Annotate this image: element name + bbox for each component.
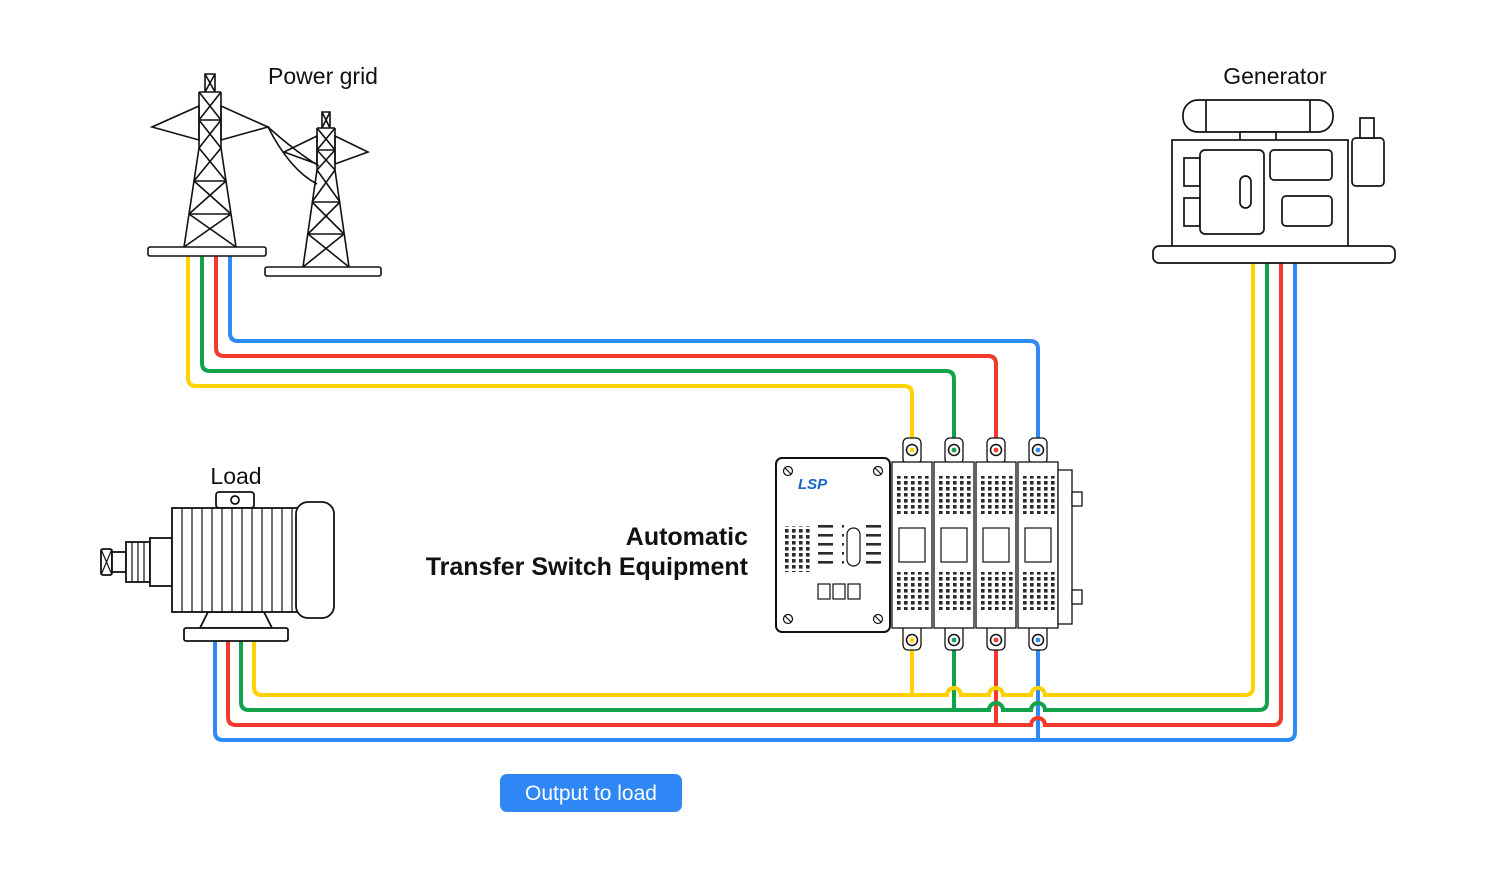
lug-dot-top-yellow bbox=[909, 447, 915, 453]
controller-terminal-block bbox=[783, 526, 813, 572]
motor-pedestal bbox=[198, 611, 274, 629]
output-badge-background bbox=[500, 774, 682, 812]
output-badge-label: Output to load bbox=[525, 782, 657, 805]
generator-alternator-top bbox=[1269, 149, 1333, 181]
grid-wire-blue bbox=[228, 252, 1040, 454]
grid-wire-red bbox=[214, 252, 998, 454]
generator-exhaust-pipe bbox=[1359, 117, 1375, 139]
ats-title-line2: Transfer Switch Equipment bbox=[426, 553, 749, 581]
pole-module-1 bbox=[891, 461, 933, 629]
motor-base-plate bbox=[183, 627, 289, 642]
lug-dot-bottom-green bbox=[951, 637, 957, 643]
motor-shaft bbox=[111, 551, 127, 573]
controller-vents-left bbox=[818, 524, 844, 566]
bottom-wire-runs bbox=[213, 258, 1297, 742]
ats-top-terminal-tabs bbox=[902, 437, 1048, 465]
generator-engine-slot bbox=[1239, 175, 1252, 209]
ats-side-bracket bbox=[1057, 469, 1083, 625]
lug-dot-top-green bbox=[951, 447, 957, 453]
run-wire-blue bbox=[213, 258, 1297, 742]
run-wire-red bbox=[226, 258, 1283, 727]
ats-controller-module: LSP bbox=[775, 457, 891, 633]
ats-title-line1: Automatic bbox=[626, 523, 748, 551]
run-wire-green bbox=[239, 258, 1269, 712]
generator-base bbox=[1152, 245, 1396, 264]
pole-module-4 bbox=[1017, 461, 1059, 629]
generator-alternator-bottom bbox=[1281, 195, 1333, 227]
lug-dot-top-blue bbox=[1035, 447, 1041, 453]
controller-indicator-window bbox=[846, 527, 861, 567]
transmission-tower-large-icon bbox=[147, 73, 271, 257]
load-label: Load bbox=[210, 463, 261, 489]
motor-end-flange bbox=[149, 537, 173, 587]
lug-dot-top-red bbox=[993, 447, 999, 453]
power-grid-towers-icon bbox=[147, 73, 382, 277]
power-grid-label: Power grid bbox=[268, 63, 378, 89]
ats-device: LSP bbox=[775, 437, 1083, 651]
motor-end-cap bbox=[295, 501, 335, 619]
output-to-load-badge: Output to load bbox=[500, 774, 682, 812]
pole-module-3 bbox=[975, 461, 1017, 629]
generator-muffler bbox=[1351, 137, 1385, 187]
motor-body bbox=[171, 507, 299, 613]
lug-dot-bottom-blue bbox=[1035, 637, 1041, 643]
load-motor-icon bbox=[100, 491, 335, 642]
lsp-logo: LSP bbox=[798, 476, 828, 493]
run-wire-yellow bbox=[252, 258, 1255, 697]
generator-label: Generator bbox=[1223, 63, 1327, 89]
grid-wires bbox=[186, 252, 1040, 454]
generator-left-port-top bbox=[1183, 157, 1201, 187]
generator-left-port-bottom bbox=[1183, 197, 1201, 227]
generator-icon bbox=[1152, 99, 1396, 264]
transmission-tower-small-icon bbox=[264, 111, 382, 277]
motor-cooling-fins bbox=[181, 508, 293, 612]
grid-wire-yellow bbox=[186, 252, 914, 454]
controller-corner-screws bbox=[782, 465, 884, 625]
grid-wire-green bbox=[200, 252, 956, 454]
motor-eyebolt bbox=[230, 495, 240, 505]
controller-vents-right bbox=[862, 524, 888, 566]
lug-dot-bottom-yellow bbox=[909, 637, 915, 643]
ats-switch-poles bbox=[891, 461, 1059, 629]
pole-module-2 bbox=[933, 461, 975, 629]
ats-terminal-lugs bbox=[905, 443, 1045, 647]
generator-engine-block bbox=[1199, 149, 1265, 235]
lug-dot-bottom-red bbox=[993, 637, 999, 643]
controller-buttons bbox=[817, 583, 861, 600]
